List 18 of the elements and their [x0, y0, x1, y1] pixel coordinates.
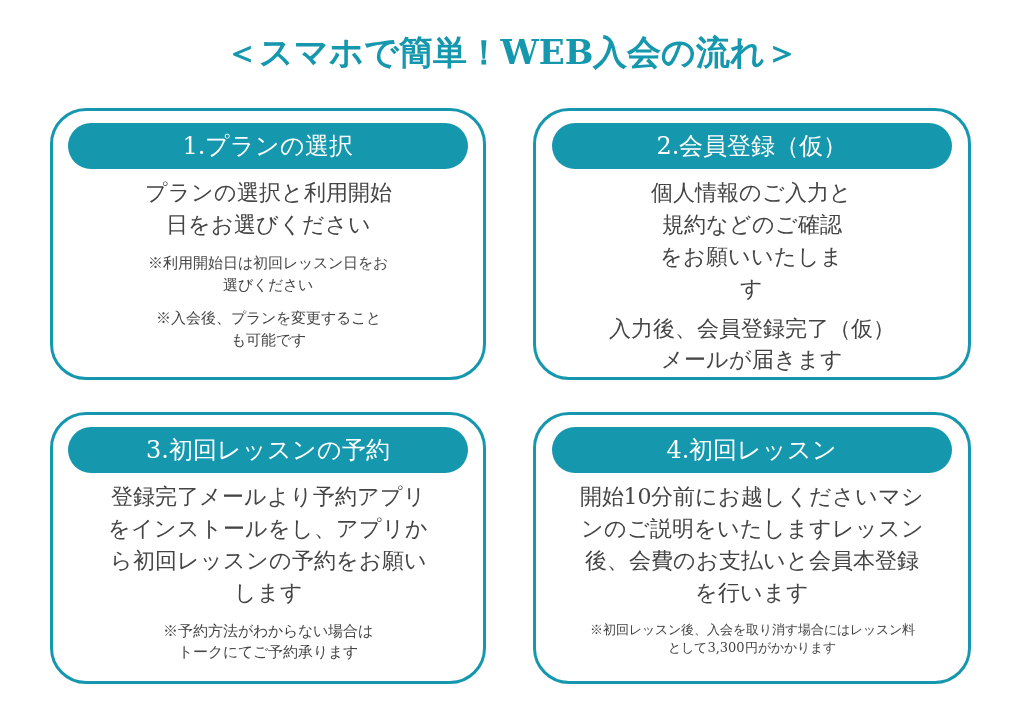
note-text: ※入会後、プランを変更することも可能です — [155, 308, 381, 352]
step-heading: 4.初回レッスン — [552, 427, 952, 473]
step-card — [50, 412, 486, 684]
step-card — [533, 412, 971, 684]
title: ＜スマホで簡単！WEB入会の流れ＞ — [223, 31, 801, 74]
step-heading: 3.初回レッスンの予約 — [68, 427, 468, 473]
step-description: プランの選択と利用開始日をお選びください — [143, 179, 393, 239]
note-text: ※初回レッスン後、入会を取り消す場合にはレッスン料として3,300円がかかります — [589, 620, 915, 658]
note-text: ※予約方法がわからない場合はトークにてご予約承ります — [163, 620, 373, 664]
step-card — [533, 108, 971, 380]
step-description: 開始10分前にお越しくださいマシンのご説明をいたしますレッスン後、会費のお支払いと会員本登録を行います — [578, 483, 926, 607]
step-description: 登録完了メールより予約アプリをインストールをし、アプリから初回レッスンの予約をお願いします — [107, 483, 429, 607]
step-heading: 2.会員登録（仮） — [552, 123, 952, 169]
step-description: 入力後、会員登録完了（仮）メールが届きます — [608, 314, 896, 375]
note-text: ※利用開始日は初回レッスン日をお選びください — [148, 252, 388, 296]
step-description: 個人情報のご入力と規約などのご確認をお願いいたします — [650, 179, 854, 303]
step-heading: 1.プランの選択 — [68, 123, 468, 169]
step-card — [50, 108, 486, 380]
